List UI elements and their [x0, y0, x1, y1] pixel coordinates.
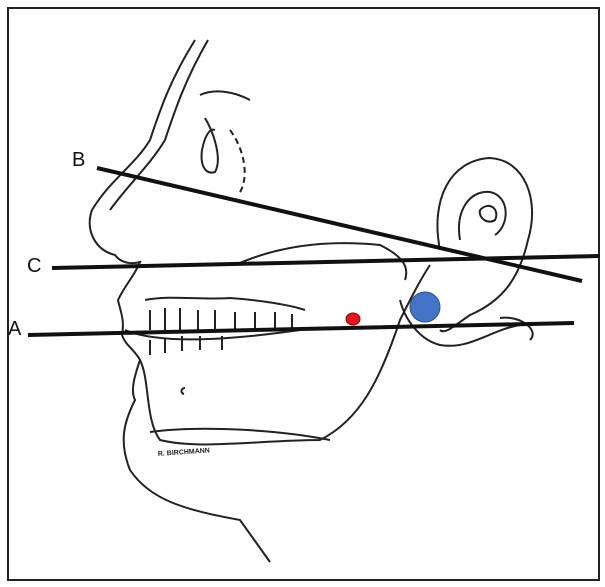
label-a: A — [8, 318, 22, 340]
label-c: C — [27, 255, 42, 277]
blue-marker-circle — [409, 291, 441, 323]
frame-border — [7, 7, 600, 581]
artist-signature: R. BIRCHMANN — [158, 447, 210, 458]
line-b — [96, 166, 583, 283]
face-profile-drawing — [88, 39, 534, 563]
line-a — [27, 321, 575, 337]
line-c — [51, 254, 601, 270]
label-b: B — [72, 149, 86, 171]
red-marker-dot — [345, 312, 361, 326]
